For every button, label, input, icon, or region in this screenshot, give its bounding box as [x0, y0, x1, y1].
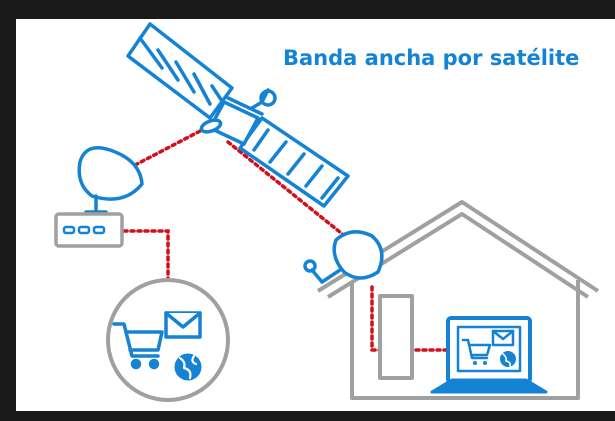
- home-dish-icon: [303, 230, 384, 284]
- diagram-title: Banda ancha por satélite: [283, 46, 580, 70]
- modem-icon: [54, 212, 124, 248]
- cart-icon: [112, 322, 164, 370]
- router-icon: [378, 294, 414, 380]
- satellite-icon: [126, 22, 350, 208]
- ground-station-dish-icon: [77, 146, 144, 214]
- mail-icon: [164, 311, 202, 339]
- link-modem-to-internet: [122, 229, 170, 294]
- internet-globe-cart-mail-icon: [106, 278, 230, 402]
- link-satellite-to-home-dish: [226, 140, 348, 239]
- computer-icon: [430, 316, 548, 394]
- globe-icon: [171, 350, 205, 384]
